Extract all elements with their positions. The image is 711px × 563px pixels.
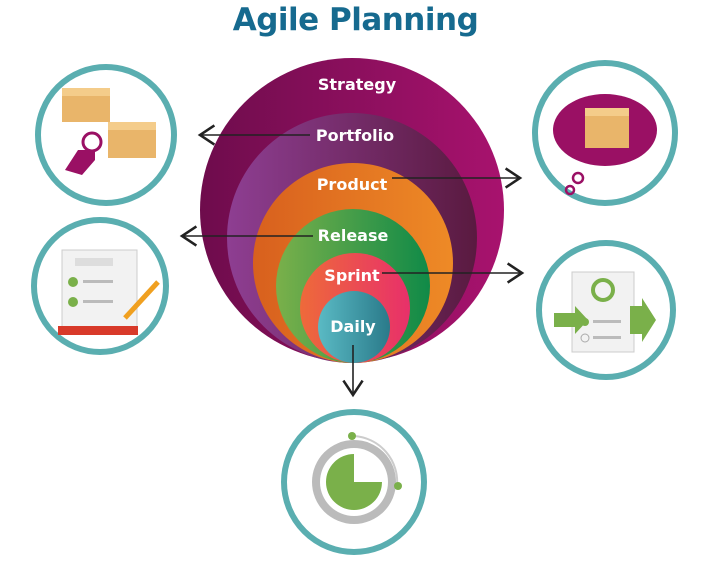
release-label: Release	[318, 226, 389, 245]
daily-label: Daily	[330, 317, 376, 336]
strategy-label: Strategy	[318, 75, 397, 94]
product-label: Product	[317, 175, 388, 194]
iteration-checklist-icon	[536, 240, 676, 380]
page-title: Agile Planning	[232, 2, 479, 38]
sprint-label: Sprint	[324, 266, 380, 285]
thought-cloud-box-icon	[532, 60, 678, 206]
boxes-pointer-icon	[35, 64, 177, 206]
portfolio-label: Portfolio	[316, 126, 394, 145]
daily-circle	[318, 291, 390, 363]
checklist-pencil-icon	[31, 217, 169, 355]
timer-clock-icon	[281, 409, 427, 555]
